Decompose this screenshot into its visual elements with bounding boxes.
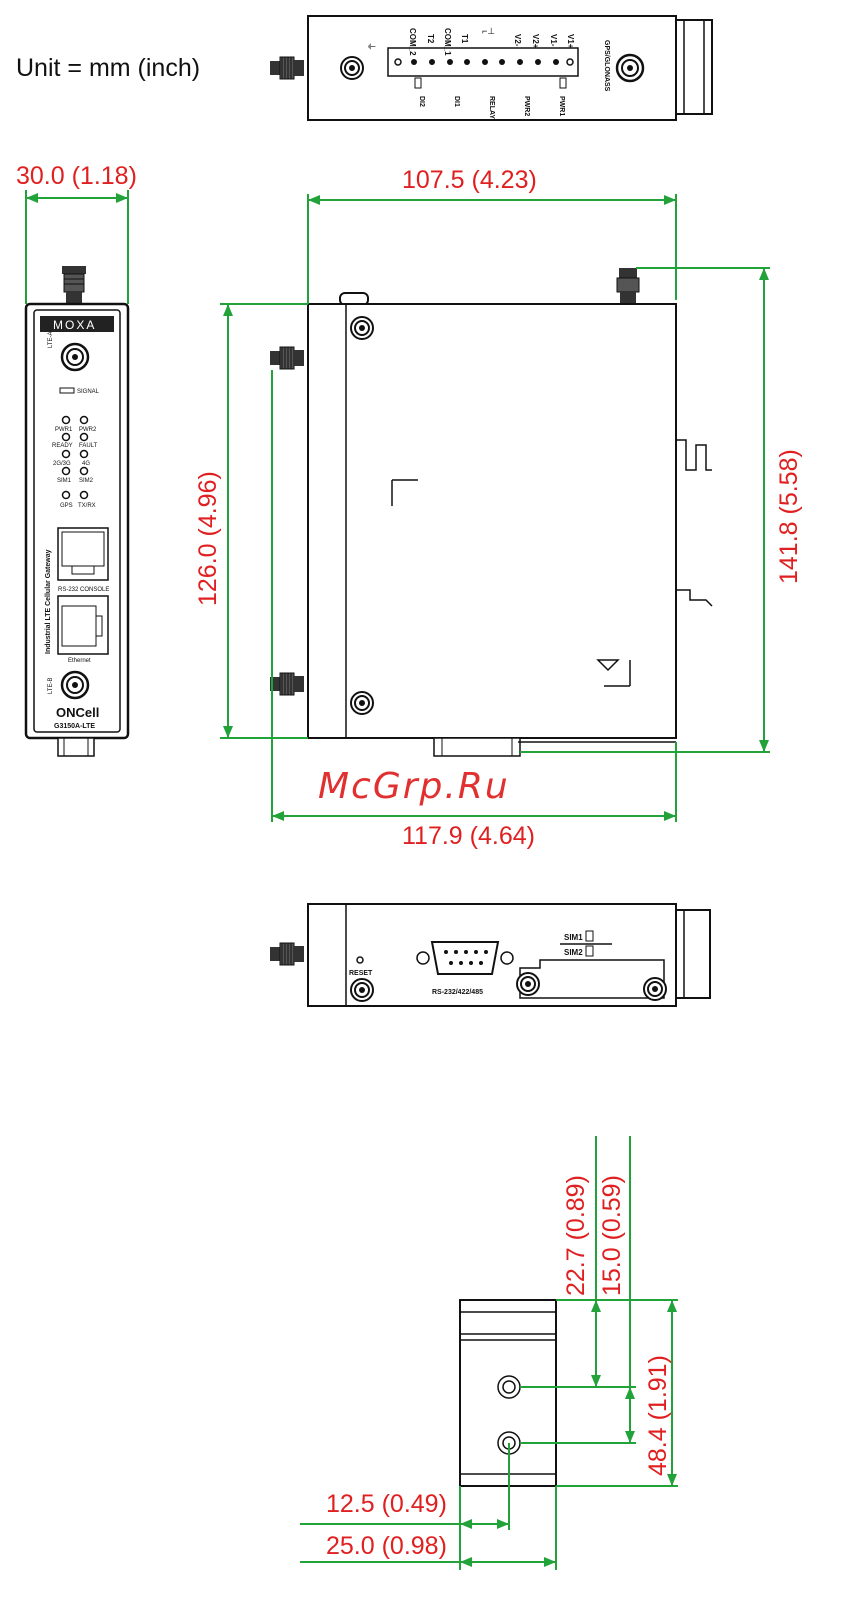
svg-text:RELAY: RELAY — [488, 96, 495, 119]
dim-side-depth: 107.5 (4.23) — [402, 166, 537, 194]
gps-connector — [615, 53, 645, 83]
svg-text:COM_2: COM_2 — [408, 28, 417, 56]
svg-text:FAULT: FAULT — [79, 443, 98, 449]
reset-label: RESET — [349, 970, 373, 977]
svg-text:TX/RX: TX/RX — [78, 503, 96, 509]
dim-total-depth: 117.9 (4.64) — [402, 822, 535, 850]
top-view: ⏚ COM_2 T2 COM_1 T1 ⌐⊥ V2- V2+ V1- — [269, 15, 713, 121]
db9-connector — [416, 941, 514, 975]
gps-label: GPS/GLONASS — [603, 40, 610, 92]
svg-text:V1-: V1- — [549, 34, 558, 47]
svg-text:V2+: V2+ — [531, 34, 540, 49]
oncell-logo: ONCell — [56, 705, 99, 720]
dim-front-width: 30.0 (1.18) — [16, 162, 137, 190]
lte-a-connector — [60, 342, 90, 372]
svg-text:GPS: GPS — [60, 503, 73, 509]
reset-button — [350, 978, 374, 1002]
svg-text:PWR1: PWR1 — [558, 96, 565, 116]
serial-port-label: RS-232/422/485 — [432, 989, 483, 996]
sim1-label: SIM1 — [564, 933, 583, 942]
led-grid: PWR1 PWR2 READY FAULT 2G/3G 4G SIM1 SIM2… — [52, 415, 98, 509]
svg-text:SIM2: SIM2 — [79, 478, 94, 484]
lte-a-label: LTE-A — [48, 331, 54, 348]
svg-text:⏚: ⏚ — [366, 42, 376, 51]
watermark: McGrp.Ru — [318, 766, 510, 807]
console-label: RS-232 CONSOLE — [58, 587, 109, 593]
svg-text:DI2: DI2 — [418, 96, 425, 107]
dim-rail-half-width: 12.5 (0.49) — [326, 1490, 447, 1518]
dim-rail-height: 48.4 (1.91) — [644, 1355, 672, 1476]
sim-tray — [519, 959, 665, 999]
terminal-block — [394, 58, 574, 89]
gateway-title: Industrial LTE Cellular Gateway — [45, 549, 52, 654]
model-label: G3150A-LTE — [54, 723, 95, 730]
sim2-label: SIM2 — [564, 948, 583, 957]
din-rail-view — [459, 1299, 557, 1487]
svg-text:COM_1: COM_1 — [443, 28, 452, 56]
dim-total-height: 141.8 (5.58) — [775, 449, 803, 584]
svg-text:V1+: V1+ — [566, 34, 575, 49]
brand-logo: MOXA — [53, 318, 96, 332]
svg-text:READY: READY — [52, 443, 73, 449]
svg-text:2G/3G: 2G/3G — [53, 461, 71, 467]
unit-note: Unit = mm (inch) — [16, 54, 200, 82]
terminal-labels: COM_2 T2 COM_1 T1 ⌐⊥ V2- V2+ V1- V1+ — [408, 26, 575, 56]
svg-text:PWR1: PWR1 — [55, 427, 73, 433]
dim-rail-width: 25.0 (0.98) — [326, 1532, 447, 1560]
relay-symbol: ⌐⊥ — [482, 26, 495, 36]
front-view: MOXA LTE-A SIGNAL PWR1 PWR2 READY FAULT … — [24, 266, 130, 757]
dimension-lines — [25, 190, 770, 1570]
console-port — [57, 527, 109, 581]
dimension-labels: 30.0 (1.18) 107.5 (4.23) 126.0 (4.96) 14… — [16, 162, 803, 1560]
ethernet-port — [57, 595, 109, 655]
svg-text:SIM1: SIM1 — [57, 478, 72, 484]
side-view — [269, 268, 713, 757]
dim-rail-offset-top: 22.7 (0.89) — [562, 1175, 590, 1296]
svg-text:DI1: DI1 — [453, 96, 460, 107]
bottom-view: RESET RS-232/422/485 SIM1 SIM2 — [269, 903, 711, 1007]
dim-rail-offset-hole: 15.0 (0.59) — [598, 1175, 626, 1296]
group-labels: DI2 DI1 RELAY PWR2 PWR1 — [418, 96, 565, 119]
lte-b-label: LTE-B — [48, 677, 54, 694]
svg-text:PWR2: PWR2 — [523, 96, 530, 116]
svg-text:V2-: V2- — [513, 34, 522, 47]
signal-label: SIGNAL — [77, 389, 100, 395]
svg-text:T1: T1 — [460, 34, 469, 44]
dim-side-height: 126.0 (4.96) — [194, 471, 222, 606]
svg-text:T2: T2 — [426, 34, 435, 44]
lte-b-connector — [60, 670, 90, 700]
ethernet-label: Ethernet — [68, 658, 91, 664]
svg-text:PWR2: PWR2 — [79, 427, 97, 433]
svg-text:4G: 4G — [82, 461, 90, 467]
